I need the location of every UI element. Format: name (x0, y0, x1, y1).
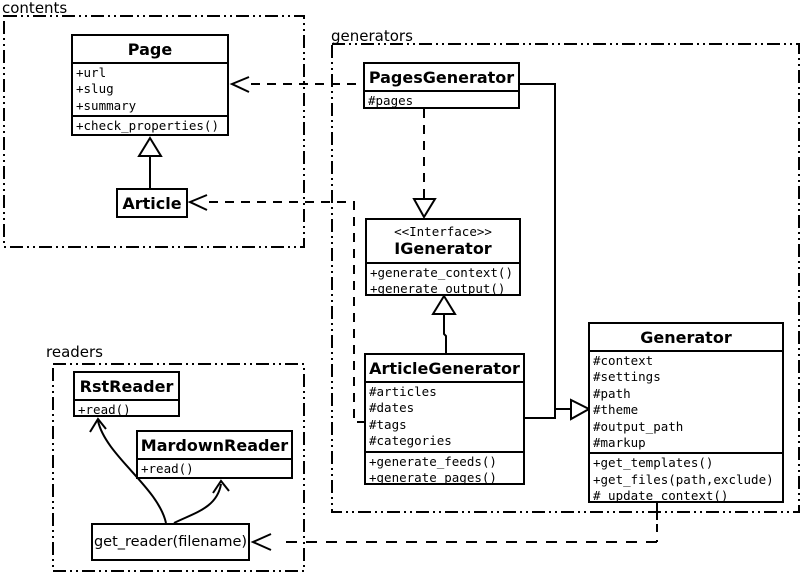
function-box-get-reader: get_reader(filename) (91, 523, 250, 561)
methods-section-page: +check_properties() (73, 115, 227, 135)
inheritance-generators-to-generator (519, 83, 592, 421)
method: #_update_context() (593, 488, 729, 504)
method: +generate_feeds() (369, 453, 497, 469)
method: +generate_output() (370, 281, 506, 297)
package-label-contents: contents (2, 0, 68, 17)
method: +read() (141, 461, 194, 476)
package-readers-border (52, 363, 305, 572)
attribute: +summary (76, 97, 137, 113)
class-box-article: Article (116, 188, 188, 218)
methods-section-generator: +get_templates() +get_files(path,exclude… (590, 452, 782, 505)
class-box-page: Page +url +slug +summary +check_properti… (71, 34, 229, 136)
method: +read() (78, 402, 131, 417)
class-title-generator: Generator (640, 328, 732, 347)
attribute: #categories (369, 433, 452, 449)
stereotype-igenerator: <<Interface>> (394, 224, 492, 239)
package-label-readers: readers (46, 343, 103, 361)
attributes-section-articlegenerator: #articles #dates #tags #categories (366, 381, 523, 451)
method: +get_templates() (593, 455, 714, 471)
function-label-get-reader: get_reader(filename) (93, 534, 248, 550)
realization-pagesgenerator-to-igenerator (412, 109, 437, 219)
class-box-generator: Generator #context #settings #path #them… (588, 322, 784, 503)
attribute: #context (593, 353, 654, 368)
methods-section-articlegenerator: +generate_feeds() +generate_pages() (366, 450, 523, 488)
attribute: #theme (593, 402, 639, 418)
class-box-rstreader: RstReader +read() (73, 371, 180, 417)
method: +check_properties() (76, 118, 219, 134)
attribute: #pages (368, 93, 414, 108)
class-box-igenerator: <<Interface>> IGenerator +generate_conte… (365, 218, 521, 296)
dependency-generator-to-getreader (250, 503, 658, 551)
attribute: #dates (369, 400, 415, 416)
attribute: #articles (369, 384, 437, 399)
class-box-mardownreader: MardownReader +read() (136, 430, 293, 479)
attributes-section-generator: #context #settings #path #theme #output_… (590, 350, 782, 452)
attribute: #tags (369, 416, 407, 432)
inheritance-articlegenerator-to-igenerator (431, 294, 457, 353)
inheritance-article-to-page (137, 136, 163, 189)
method: +get_files(path,exclude) (593, 471, 774, 487)
package-contents-border (3, 15, 305, 248)
class-title-rstreader: RstReader (79, 377, 174, 396)
attribute: +slug (76, 81, 114, 97)
class-title-page: Page (127, 40, 173, 59)
class-title-mardownreader: MardownReader (140, 436, 289, 455)
arrow-getreader-to-rstreader (89, 417, 167, 524)
methods-section-igenerator: +generate_context() +generate_output() (367, 262, 519, 299)
attribute: #markup (593, 435, 646, 451)
dependency-pagesgenerator-to-page (229, 76, 363, 93)
class-title-articlegenerator: ArticleGenerator (369, 359, 520, 378)
class-box-articlegenerator: ArticleGenerator #articles #dates #tags … (364, 353, 525, 485)
methods-section-rstreader: +read() (75, 399, 178, 419)
attribute: #settings (593, 369, 661, 385)
package-label-generators: generators (331, 27, 413, 45)
class-title-pagesgenerator: PagesGenerator (368, 68, 515, 87)
methods-section-mardownreader: +read() (138, 458, 291, 478)
arrow-getreader-to-mardownreader (173, 479, 230, 524)
attribute: +url (76, 65, 107, 80)
dependency-articlegenerator-to-article (187, 194, 364, 423)
attribute: #path (593, 385, 631, 401)
attribute: #output_path (593, 418, 684, 434)
method: +generate_context() (370, 265, 513, 280)
class-title-igenerator: IGenerator (394, 239, 492, 258)
attributes-section-page: +url +slug +summary (73, 62, 227, 115)
method: +generate_pages() (369, 470, 497, 486)
class-title-article: Article (122, 193, 182, 213)
class-box-pagesgenerator: PagesGenerator #pages (363, 62, 520, 109)
attributes-section-pagesgenerator: #pages (365, 90, 518, 110)
package-generators-border (331, 43, 800, 513)
